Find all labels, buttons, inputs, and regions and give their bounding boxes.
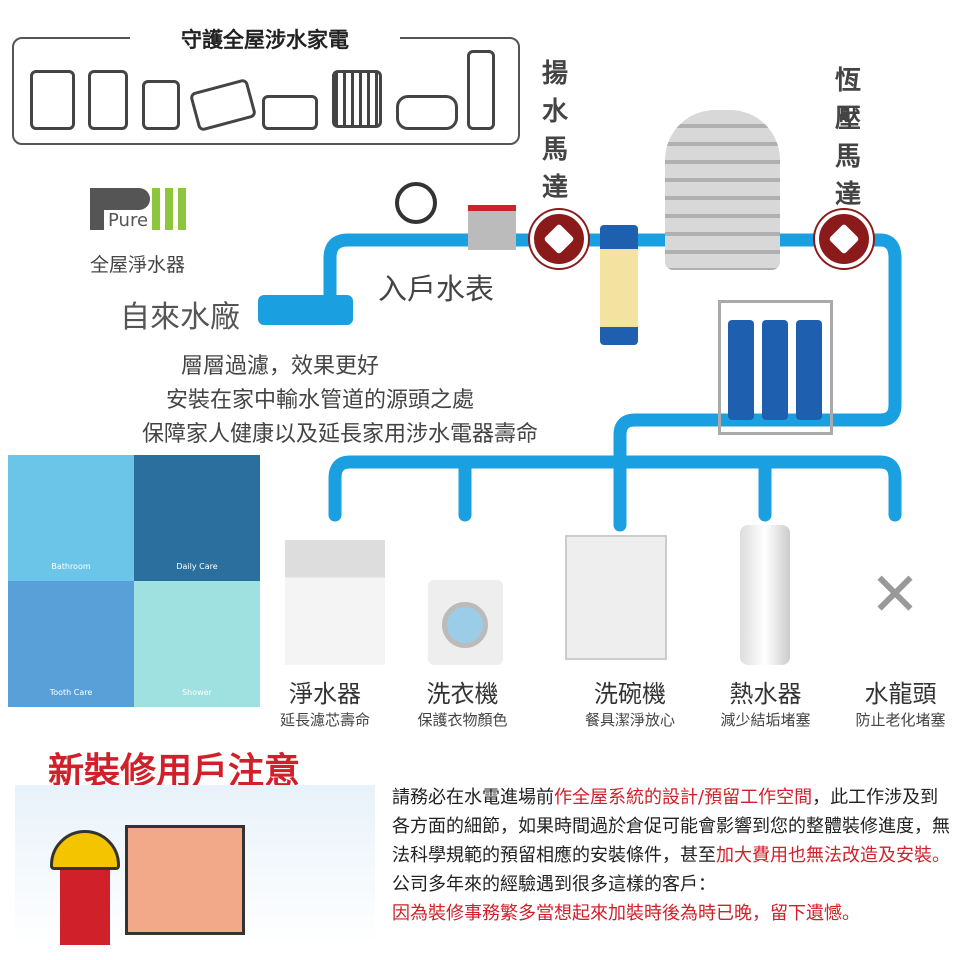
water-tank-icon bbox=[665, 110, 780, 270]
appliance-box-title: 守護全屋涉水家電 bbox=[130, 24, 400, 54]
tagline: 層層過濾，效果更好 安裝在家中輸水管道的源頭之處 保障家人健康以及延長家用涉水電… bbox=[90, 350, 590, 452]
faucet-image: ✕ bbox=[869, 560, 921, 630]
pressure-gauge-icon bbox=[395, 182, 437, 224]
waterworks-label: 自來水廠 bbox=[120, 300, 240, 335]
notice-body: 請務必在水電進場前作全屋系統的設計/預留工作空間，此工作涉及到各方面的細節，如果… bbox=[392, 787, 950, 924]
care-grid: Bathroom Daily Care Tooth Care Shower bbox=[8, 455, 260, 707]
water-heater-image bbox=[740, 525, 790, 665]
solar-heater-icon bbox=[332, 70, 382, 128]
tagline-line: 保障家人健康以及延長家用涉水電器壽命 bbox=[141, 422, 538, 447]
lift-pump-label: 揚水馬達 bbox=[541, 59, 568, 203]
daily-care-tile: Daily Care bbox=[134, 455, 260, 581]
appliance-ro: 淨水器延長濾芯壽命 bbox=[279, 680, 370, 729]
appliance-water-heater: 熱水器減少結垢堵塞 bbox=[720, 680, 811, 729]
renovation-illustration bbox=[15, 785, 375, 945]
washing-machine-image bbox=[428, 580, 503, 665]
tagline-line: 層層過濾，效果更好 bbox=[180, 354, 379, 379]
water-heater-icon bbox=[396, 95, 458, 130]
logo-subtitle: 全屋淨水器 bbox=[90, 254, 186, 276]
filter-cartridge-icon bbox=[762, 320, 788, 420]
lift-pump-icon bbox=[530, 210, 588, 268]
ro-purifier-image bbox=[285, 540, 385, 665]
appliance-dishwasher: 洗碗機餐具潔淨放心 bbox=[584, 680, 675, 729]
appliance-washer: 洗衣機保護衣物顏色 bbox=[417, 680, 508, 729]
filter-cartridge-icon bbox=[728, 320, 754, 420]
pressure-pump-icon bbox=[815, 210, 873, 268]
tooth-care-tile: Tooth Care bbox=[8, 581, 134, 707]
water-meter-label: 入戶水表 bbox=[378, 272, 495, 306]
tagline-line: 安裝在家中輸水管道的源頭之處 bbox=[165, 388, 474, 413]
gate-valve-icon bbox=[468, 205, 516, 250]
appliance-faucet: 水龍頭防止老化堵塞 bbox=[855, 680, 946, 729]
triple-filter-icon bbox=[718, 300, 833, 435]
filter-cartridge-icon bbox=[796, 320, 822, 420]
bathroom-tile: Bathroom bbox=[8, 455, 134, 581]
water-dispenser-icon bbox=[467, 50, 495, 130]
prefilter-icon bbox=[600, 225, 638, 345]
toilet-icon bbox=[30, 70, 75, 130]
sink-cabinet-icon bbox=[142, 80, 180, 130]
pure-logo: Pure bbox=[90, 188, 200, 238]
water-purifier-icon bbox=[262, 95, 318, 130]
shower-tile: Shower bbox=[134, 581, 260, 707]
inlet-valve-icon bbox=[258, 295, 353, 325]
dishwasher-image bbox=[565, 535, 667, 660]
pressure-pump-label: 恆壓馬達 bbox=[834, 66, 861, 210]
washing-machine-icon bbox=[88, 70, 128, 130]
